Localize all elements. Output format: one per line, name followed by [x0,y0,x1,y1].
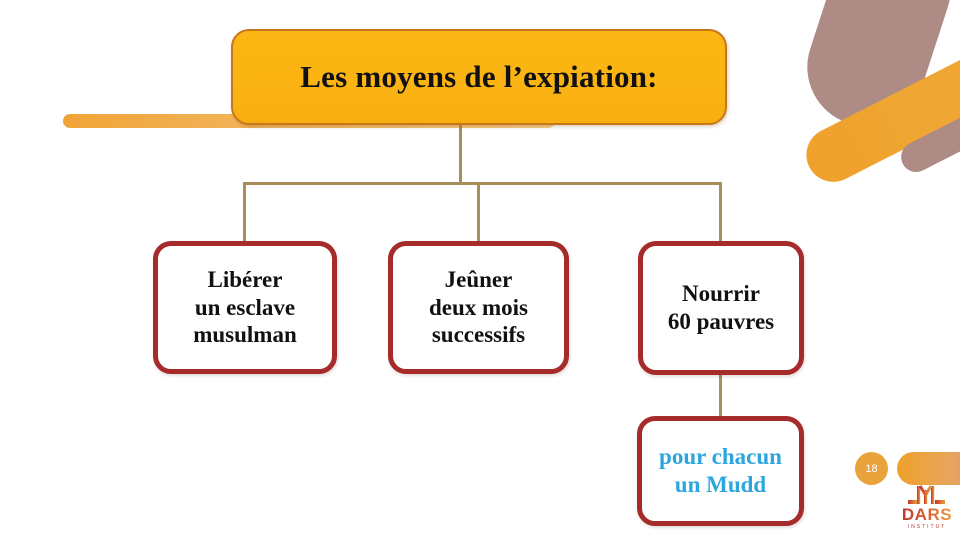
connector-nourrir-to-mudd [719,373,722,418]
decoration-bottom-right-pill [897,452,960,485]
connector-title-stem [459,125,462,184]
node-label: Nourrir 60 pauvres [667,281,775,334]
node-nourrir-60-pauvres[interactable]: Nourrir 60 pauvres [638,241,804,375]
node-label: Jeûner deux mois successifs [428,267,529,348]
slide-number-text: 18 [865,462,878,475]
node-pour-chacun-un-mudd[interactable]: pour chacun un Mudd [637,416,804,526]
connector-drop-nourrir [719,182,722,242]
node-label: pour chacun un Mudd [659,444,782,497]
logo-wordmark: DARS [901,505,953,524]
connector-horizontal-rail [243,182,722,185]
slide-number-badge: 18 [855,452,888,485]
node-label: Libérer un esclave musulman [193,267,297,348]
dars-institut-logo: DARS INSTITUT [896,484,958,536]
node-jeuner-deux-mois-successifs[interactable]: Jeûner deux mois successifs [388,241,569,374]
diagram-title-box: Les moyens de l’expiation: [231,29,727,125]
page-title: Les moyens de l’expiation: [300,59,658,94]
connector-drop-liberer [243,182,246,242]
node-liberer-un-esclave-musulman[interactable]: Libérer un esclave musulman [153,241,337,374]
logo-subtitle: INSTITUT [907,524,947,530]
connector-drop-jeuner [477,182,480,242]
logo-mark-icon [908,485,945,504]
